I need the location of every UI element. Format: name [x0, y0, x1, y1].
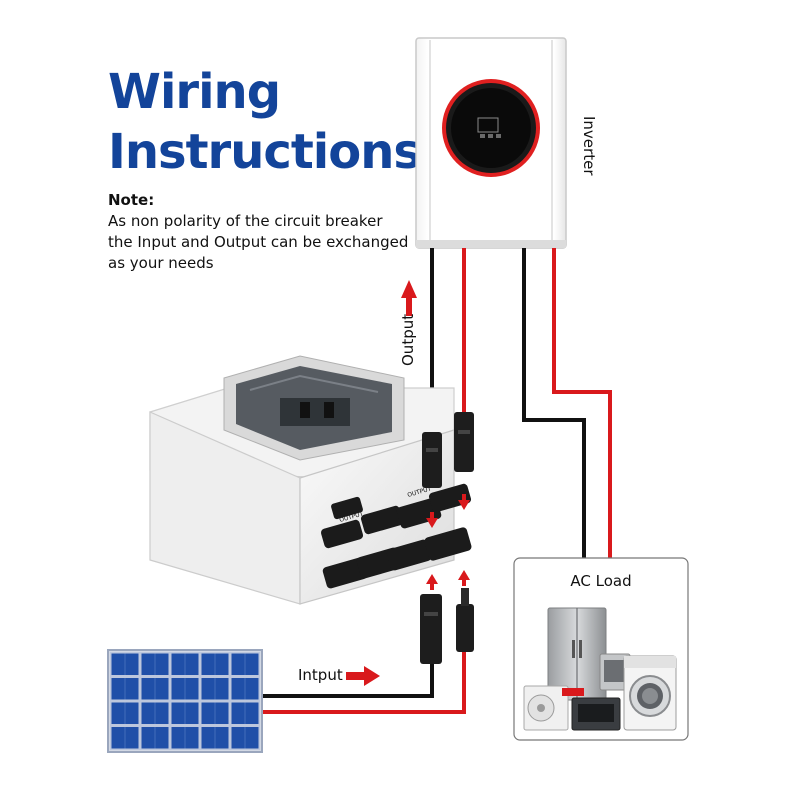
arrow-right-icon	[346, 666, 380, 686]
arrow-down-icon	[426, 512, 438, 528]
breaker-window	[223, 355, 405, 461]
title-line-1: Wiring	[108, 64, 281, 120]
arrow-up-icon	[426, 574, 438, 590]
note-line-1: As non polarity of the circuit breaker	[108, 212, 383, 230]
arrow-down-icon	[458, 494, 470, 510]
page-title: Wiring Instructions	[108, 62, 422, 182]
appliances	[523, 607, 677, 731]
ac-load-label: AC Load	[570, 572, 631, 590]
output-mc4-connectors	[422, 412, 474, 488]
ac-load-box: AC Load	[513, 557, 689, 741]
output-label: Output	[399, 314, 417, 366]
input-negative-wire	[262, 662, 434, 698]
input-mc4-connectors	[420, 588, 474, 664]
solar-panel	[107, 649, 263, 753]
box-connectors	[320, 483, 472, 589]
title-line-2: Instructions	[108, 124, 422, 180]
input-label: Intput	[298, 666, 343, 684]
input-indicator: Intput	[298, 666, 380, 686]
note-block: Note: As non polarity of the circuit bre…	[108, 190, 408, 274]
connector-arrows	[426, 494, 470, 590]
note-heading: Note:	[108, 191, 155, 209]
note-line-2: the Input and Output can be exchanged	[108, 233, 409, 251]
load-positive-wire	[552, 248, 612, 560]
load-negative-wire	[522, 248, 586, 560]
inverter-display	[442, 79, 540, 177]
arrow-up-icon	[401, 280, 417, 316]
input-positive-wire	[262, 650, 466, 714]
arrow-up-icon	[458, 570, 470, 586]
inverter: Inverter	[415, 37, 598, 249]
note-line-3: as your needs	[108, 254, 214, 272]
output-indicator: Output	[399, 280, 417, 366]
breaker-box: OUTPUT OUTPUT	[149, 355, 472, 605]
inverter-label: Inverter	[580, 116, 598, 176]
